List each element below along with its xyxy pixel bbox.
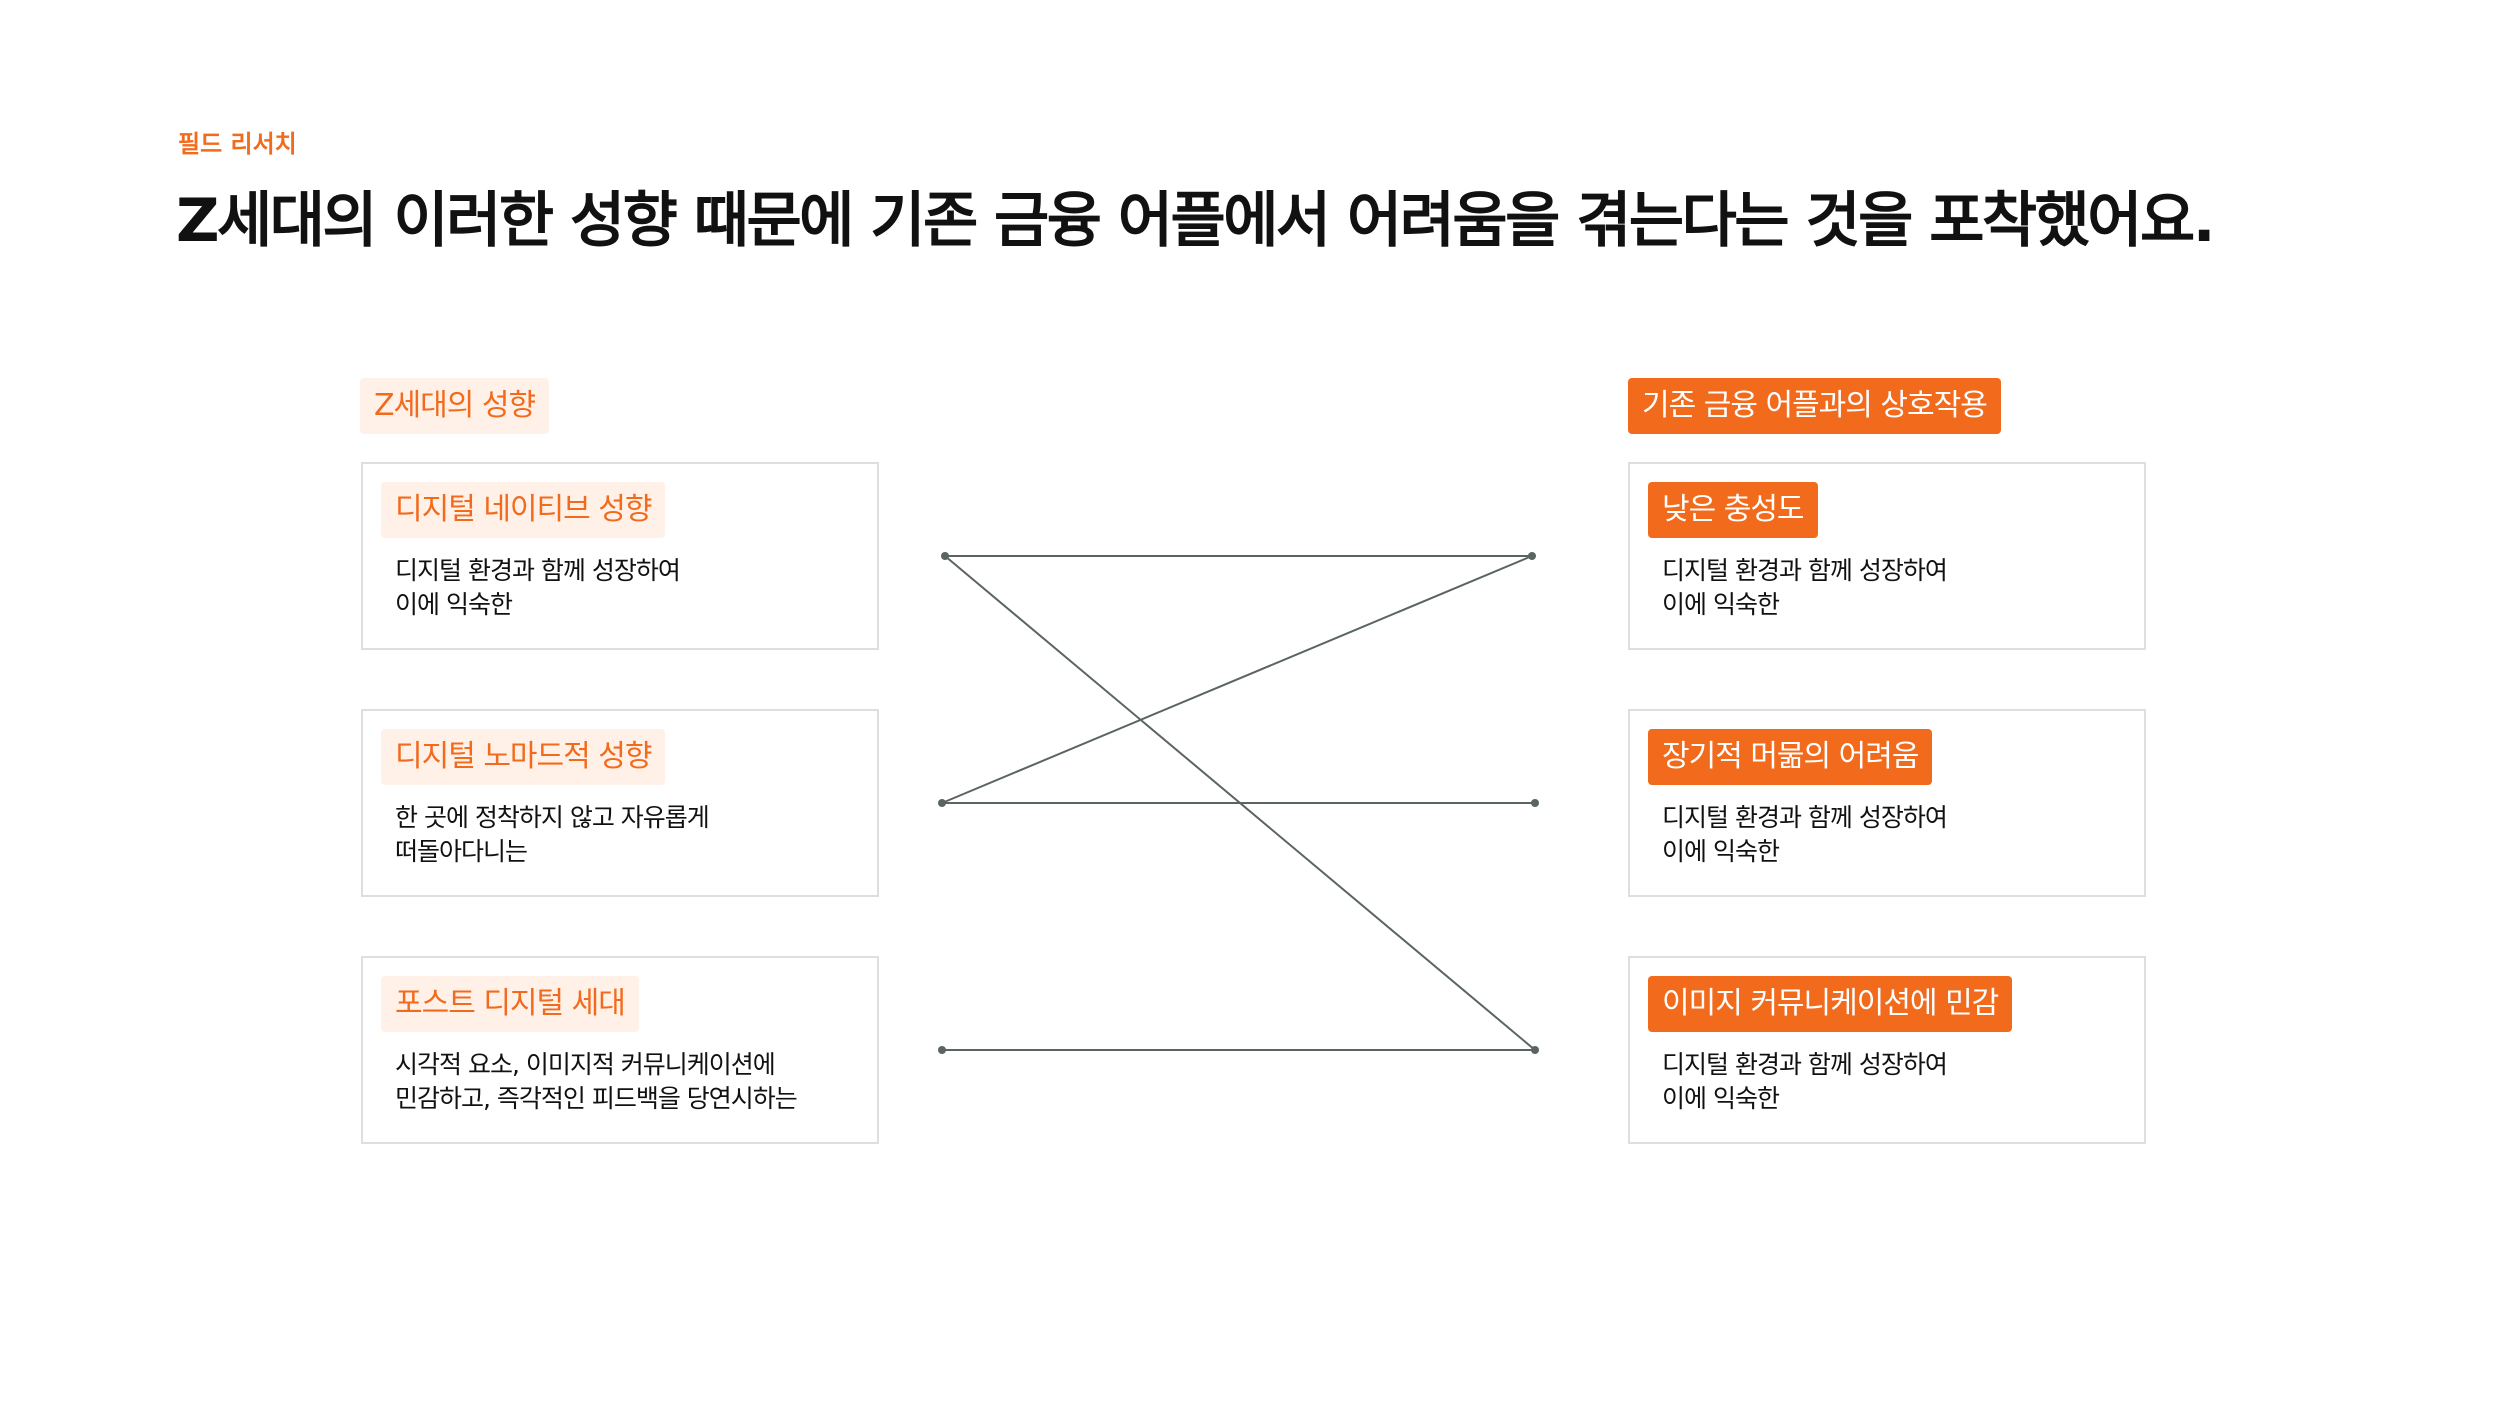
trait-description: 디지털 환경과 함께 성장하여 이에 익숙한 <box>395 554 681 622</box>
issue-description: 디지털 환경과 함께 성장하여 이에 익숙한 <box>1662 554 1948 622</box>
description-line: 디지털 환경과 함께 성장하여 <box>395 556 681 585</box>
connector-line <box>941 555 1533 804</box>
right-column-title: 기존 금융 어플과의 상호작용 <box>1628 378 2001 434</box>
description-line: 이에 익숙한 <box>1662 837 1780 866</box>
description-line: 이에 익숙한 <box>1662 1084 1780 1113</box>
connector-dot <box>938 799 946 807</box>
issue-card-long-stay: 장기적 머묾의 어려움 디지털 환경과 함께 성장하여 이에 익숙한 <box>1628 709 2146 897</box>
issue-description: 디지털 환경과 함께 성장하여 이에 익숙한 <box>1662 801 1948 869</box>
trait-card-post-digital: 포스트 디지털 세대 시각적 요소, 이미지적 커뮤니케이션에 민감하고, 즉각… <box>361 956 879 1144</box>
issue-card-low-loyalty: 낮은 충성도 디지털 환경과 함께 성장하여 이에 익숙한 <box>1628 462 2146 650</box>
description-line: 디지털 환경과 함께 성장하여 <box>1662 1050 1948 1079</box>
issue-tag: 낮은 충성도 <box>1648 482 1818 538</box>
description-line: 디지털 환경과 함께 성장하여 <box>1662 556 1948 585</box>
trait-card-digital-native: 디지털 네이티브 성향 디지털 환경과 함께 성장하여 이에 익숙한 <box>361 462 879 650</box>
description-line: 디지털 환경과 함께 성장하여 <box>1662 803 1948 832</box>
description-line: 한 곳에 정착하지 않고 자유롭게 <box>395 803 710 832</box>
issue-card-image-sensitive: 이미지 커뮤니케이션에 민감 디지털 환경과 함께 성장하여 이에 익숙한 <box>1628 956 2146 1144</box>
description-line: 이에 익숙한 <box>395 590 513 619</box>
trait-card-digital-nomad: 디지털 노마드적 성향 한 곳에 정착하지 않고 자유롭게 떠돌아다니는 <box>361 709 879 897</box>
connector-dot <box>938 1046 946 1054</box>
section-label: 필드 리서치 <box>178 130 297 158</box>
connector-dot <box>1528 552 1536 560</box>
left-column-title: Z세대의 성향 <box>360 378 550 434</box>
description-line: 떠돌아다니는 <box>395 837 528 866</box>
connector-dot <box>1531 799 1539 807</box>
issue-description: 디지털 환경과 함께 성장하여 이에 익숙한 <box>1662 1048 1948 1116</box>
trait-tag: 디지털 네이티브 성향 <box>381 482 666 538</box>
issue-tag: 이미지 커뮤니케이션에 민감 <box>1648 976 2013 1032</box>
trait-description: 시각적 요소, 이미지적 커뮤니케이션에 민감하고, 즉각적인 피드백을 당연시… <box>395 1048 798 1116</box>
page-title: Z세대의 이러한 성향 때문에 기존 금융 어플에서 어려움을 겪는다는 것을 … <box>176 186 2215 256</box>
trait-tag: 디지털 노마드적 성향 <box>381 729 666 785</box>
description-line: 이에 익숙한 <box>1662 590 1780 619</box>
trait-tag: 포스트 디지털 세대 <box>381 976 639 1032</box>
description-line: 민감하고, 즉각적인 피드백을 당연시하는 <box>395 1084 798 1113</box>
trait-description: 한 곳에 정착하지 않고 자유롭게 떠돌아다니는 <box>395 801 710 869</box>
issue-tag: 장기적 머묾의 어려움 <box>1648 729 1933 785</box>
connector-dot <box>941 552 949 560</box>
description-line: 시각적 요소, 이미지적 커뮤니케이션에 <box>395 1050 776 1079</box>
connector-dot <box>1531 1046 1539 1054</box>
